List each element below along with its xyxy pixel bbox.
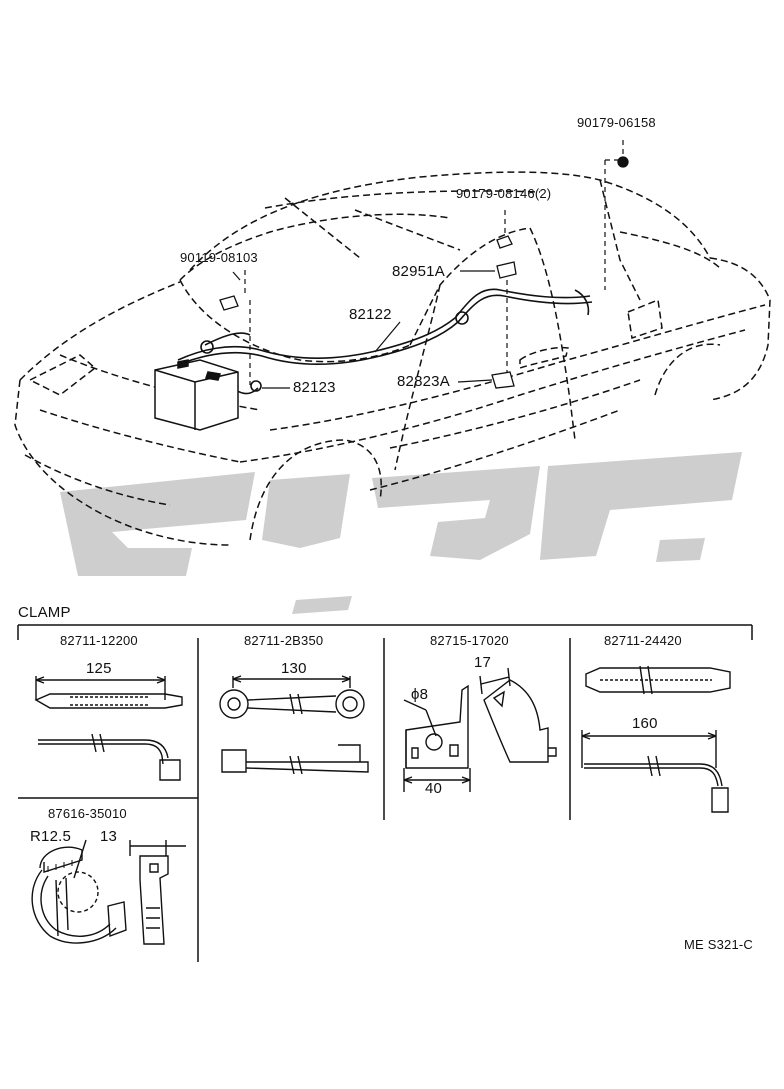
leader-lines — [244, 140, 624, 385]
clamp-part-87616-35010: 87616-35010 — [48, 806, 127, 821]
dim-phi8: ϕ8 — [411, 686, 429, 703]
dim-40: 40 — [425, 780, 443, 797]
dim-125: 125 — [86, 660, 112, 677]
clamp-87616-35010-drawing — [31, 839, 186, 945]
dim-r12-5: R12.5 — [30, 828, 72, 845]
figure-code: ME S321-C — [684, 937, 753, 952]
clamp-82715-17020-drawing — [403, 667, 557, 792]
clamp-part-82715-17020: 82715-17020 — [430, 633, 509, 648]
callout-82123: 82123 — [293, 379, 336, 396]
clamp-section-title: CLAMP — [18, 604, 71, 621]
fastener-parts — [219, 156, 629, 389]
leader-lines-solid — [232, 270, 495, 389]
antenna-harness — [177, 288, 593, 395]
clamp-82711-2B350-drawing — [219, 675, 369, 775]
callout-82823a: 82823A — [397, 373, 450, 390]
dim-17: 17 — [474, 654, 492, 671]
clamp-82711-24420-drawing — [581, 665, 731, 813]
clamp-part-82711-24420: 82711-24420 — [604, 633, 682, 648]
clamp-part-82711-2B350: 82711-2B350 — [244, 633, 324, 648]
callout-82951a: 82951A — [392, 263, 445, 280]
callout-90119-08103: 90119-08103 — [180, 250, 258, 265]
dim-13: 13 — [100, 828, 118, 845]
clamp-frame — [17, 624, 753, 962]
callout-82122: 82122 — [349, 306, 392, 323]
dim-160: 160 — [632, 715, 658, 732]
dim-130: 130 — [281, 660, 307, 677]
watermark-logo — [60, 452, 742, 614]
clamp-82711-12200-drawing — [34, 676, 183, 781]
callout-90179-06158: 90179-06158 — [577, 115, 656, 130]
battery — [154, 359, 239, 431]
callout-90179-08146: 90179-08146(2) — [456, 186, 552, 201]
clamp-part-82711-12200: 82711-12200 — [60, 633, 138, 648]
